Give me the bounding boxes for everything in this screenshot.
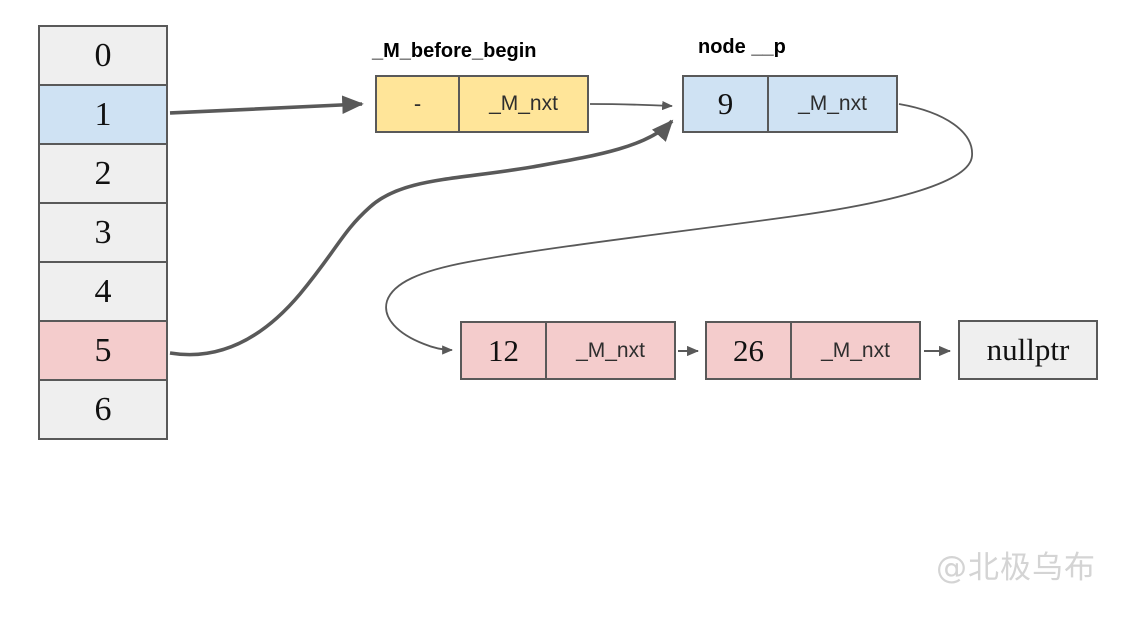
bucket-cell-3: 3 xyxy=(38,202,168,263)
bucket-array: 0 1 2 3 4 5 6 xyxy=(38,25,168,440)
before-begin-next-field: _M_nxt xyxy=(458,75,589,133)
arrow-node-p-to-node-12 xyxy=(385,103,973,355)
bucket-cell-4: 4 xyxy=(38,261,168,322)
node-12-next-field: _M_nxt xyxy=(545,321,676,380)
bucket-cell-5: 5 xyxy=(38,320,168,381)
arrow-bucket5-to-node-p xyxy=(169,119,674,357)
before-begin-title: _M_before_begin xyxy=(372,40,537,62)
before-begin-node: - _M_nxt xyxy=(375,75,589,133)
before-begin-value: - xyxy=(375,75,460,133)
node-12-value: 12 xyxy=(460,321,547,380)
node-26-next-field: _M_nxt xyxy=(790,321,921,380)
node-p-next-field: _M_nxt xyxy=(767,75,898,133)
bucket-cell-2: 2 xyxy=(38,143,168,204)
node-26: 26 _M_nxt xyxy=(705,321,921,380)
watermark: @北极乌布 xyxy=(936,550,1096,586)
bucket-cell-0: 0 xyxy=(38,25,168,86)
node-p: 9 _M_nxt xyxy=(682,75,898,133)
arrow-bucket1-to-before-begin xyxy=(169,95,364,115)
arrow-before-begin-to-node-p xyxy=(589,100,673,111)
bucket-cell-1: 1 xyxy=(38,84,168,145)
node-26-value: 26 xyxy=(705,321,792,380)
node-p-value: 9 xyxy=(682,75,769,133)
node-p-title: node __p xyxy=(698,36,786,58)
node-12: 12 _M_nxt xyxy=(460,321,676,380)
nullptr-box: nullptr xyxy=(958,320,1098,380)
bucket-cell-6: 6 xyxy=(38,379,168,440)
